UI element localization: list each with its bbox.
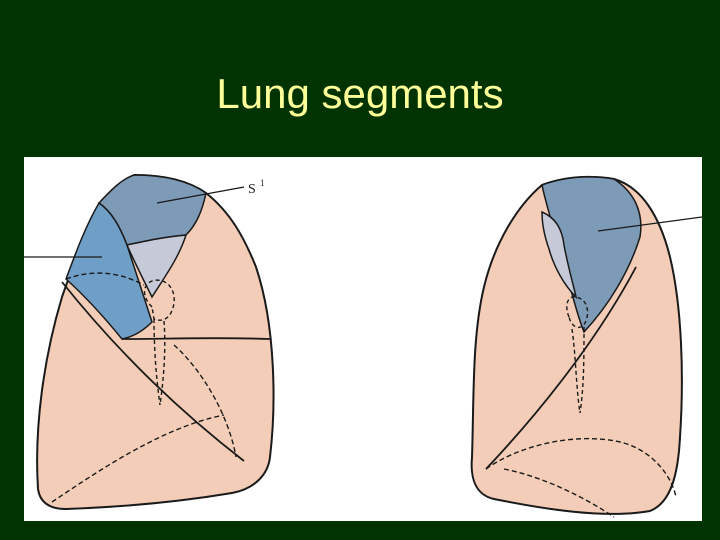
left-horizontal-fissure — [122, 338, 270, 339]
slide-title: Lung segments — [0, 70, 720, 118]
left-s1-label-sup: 1 — [260, 178, 265, 188]
lung-segments-figure: S 1 — [24, 157, 702, 521]
left-lung: S 1 — [24, 175, 273, 509]
left-s1-label: S — [248, 182, 256, 197]
right-lung — [472, 177, 702, 517]
lung-diagram-svg: S 1 — [24, 157, 702, 521]
